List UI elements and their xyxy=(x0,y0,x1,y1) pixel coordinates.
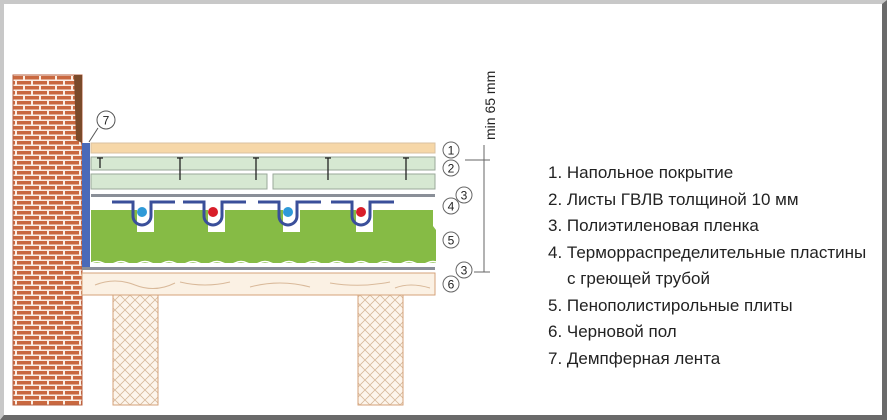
damper-tape xyxy=(82,143,90,267)
legend-item-1: 1. Напольное покрытие xyxy=(548,163,734,182)
marker-4: 4 xyxy=(448,200,455,214)
legend: 1. Напольное покрытие 2. Листы ГВЛВ толщ… xyxy=(548,160,866,372)
marker-6: 6 xyxy=(448,278,455,292)
legend-item-6: 6. Черновой пол xyxy=(548,322,677,341)
pipe-hot xyxy=(208,207,218,217)
marker-5: 5 xyxy=(448,234,455,248)
floor-covering xyxy=(90,142,436,154)
legend-item-4: 4. Терморраспределительные пластины xyxy=(548,242,867,262)
gvlv-sheets xyxy=(90,156,436,190)
pe-film-bottom xyxy=(82,267,435,270)
pipe-cold xyxy=(283,207,293,217)
legend-item-4-continued: с греющей трубой xyxy=(567,269,710,288)
svg-text:7: 7 xyxy=(103,114,110,128)
dimension-label: min 65 mm xyxy=(482,71,498,140)
pipe-hot xyxy=(356,207,366,217)
subfloor xyxy=(81,272,436,296)
heat-plates xyxy=(112,200,396,234)
marker-7: 7 xyxy=(96,110,116,130)
legend-item-2: 2. Листы ГВЛВ толщиной 10 мм xyxy=(548,189,799,209)
joist xyxy=(357,294,404,406)
pipe-cold xyxy=(137,207,147,217)
legend-item-3: 3. Полиэтиленовая пленка xyxy=(548,216,759,235)
legend-item-7: 7. Демпферная лента xyxy=(548,348,721,368)
joist xyxy=(112,294,159,406)
eps-boards xyxy=(91,210,436,263)
marker-3b: 3 xyxy=(461,264,468,278)
legend-item-5: 5. Пенополистирольные плиты xyxy=(548,295,793,315)
brick-wall xyxy=(12,74,83,406)
marker-3: 3 xyxy=(461,189,468,203)
wall-plaster xyxy=(74,75,82,143)
pe-film-top xyxy=(91,194,435,197)
marker-1: 1 xyxy=(448,144,455,158)
marker-2: 2 xyxy=(448,162,455,176)
dimension-line xyxy=(465,145,490,273)
